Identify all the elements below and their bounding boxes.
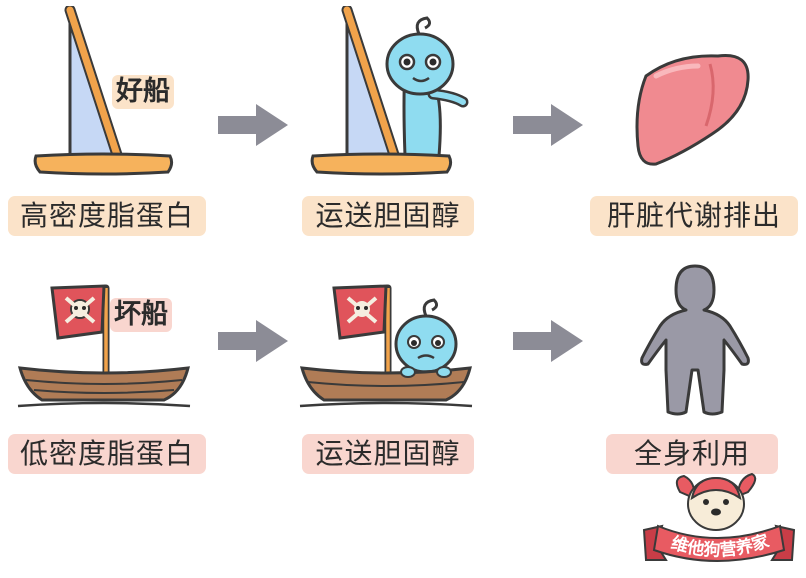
- arrow-right-icon: [513, 320, 583, 362]
- liver-icon: [635, 54, 750, 166]
- bad-boat-tag: 坏船: [110, 298, 172, 332]
- sailboat-with-mascot-icon: [310, 6, 469, 176]
- hdl-label: 高密度脂蛋白: [8, 196, 206, 236]
- good-boat-tag: 好船: [112, 75, 174, 109]
- pirate-boat-with-mascot-icon: [299, 284, 473, 408]
- transport-cholesterol-label: 运送胆固醇: [302, 196, 474, 236]
- sailboat-icon: [33, 6, 174, 176]
- brand-logo: 维他狗营养家: [642, 472, 796, 562]
- body-usage-label: 全身利用: [606, 434, 778, 474]
- arrow-right-icon: [513, 104, 583, 146]
- arrow-right-icon: [218, 104, 288, 146]
- transport-cholesterol-label-2: 运送胆固醇: [302, 434, 474, 474]
- liver-excretion-label: 肝脏代谢排出: [590, 196, 798, 236]
- pirate-boat-icon: [17, 284, 191, 408]
- human-body-icon: [640, 264, 750, 416]
- arrow-right-icon: [218, 320, 288, 362]
- ldl-label: 低密度脂蛋白: [8, 434, 206, 474]
